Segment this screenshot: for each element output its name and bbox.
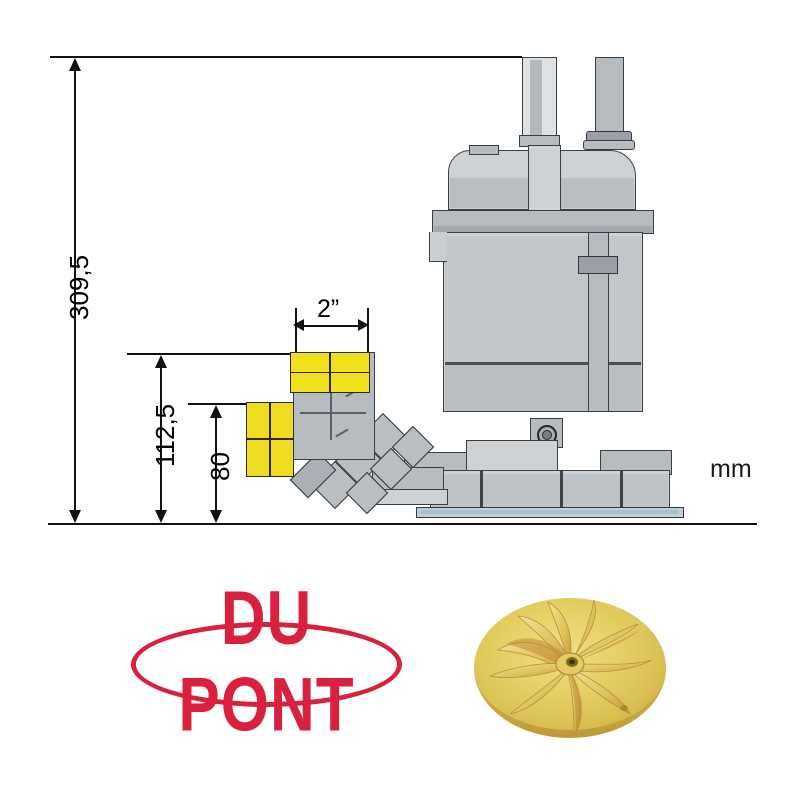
- pump-base-rib-3: [620, 470, 623, 512]
- dupont-logo-text: DU PONT: [178, 576, 355, 748]
- pump-bolt-circle-inner: [542, 430, 552, 440]
- baseline-extension-line: [48, 523, 757, 525]
- pump-base-rib-1: [480, 470, 483, 512]
- yellow-fitting-lower-divider-h: [247, 438, 293, 441]
- pump-cable-tube-left-shade: [530, 60, 542, 136]
- elbow-body-cross-h: [300, 412, 366, 415]
- pump-cable-tube-right: [595, 57, 624, 135]
- pump-body-left-chamfer: [429, 232, 447, 262]
- impeller-photo: [462, 580, 682, 760]
- pump-side-conduit-bracket: [578, 256, 618, 274]
- pump-main-body-band-lower: [445, 365, 641, 411]
- pump-base-rib-2: [560, 470, 563, 512]
- pump-base-body-shade: [432, 474, 668, 510]
- pump-main-body-seam: [445, 362, 641, 365]
- elbow-body-cross-v: [330, 380, 333, 440]
- dimension-outlet-height-label: 80: [205, 452, 235, 481]
- dimension-port-size-label: 2”: [317, 295, 340, 323]
- yellow-fitting-upper-divider: [329, 353, 332, 392]
- arrow-right: [358, 319, 369, 331]
- dupont-logo-oval: [131, 622, 402, 707]
- dimension-elbow-height-label: 112,5: [150, 403, 180, 467]
- pump-bottom-plate-accent: [420, 510, 678, 514]
- top-extension-line: [50, 56, 522, 58]
- pump-base-shelf-center: [466, 440, 558, 474]
- pump-side-conduit: [588, 232, 609, 412]
- pump-upper-flange-shadow: [434, 226, 652, 233]
- unit-label: mm: [710, 455, 752, 483]
- pump-main-body-band-upper: [445, 236, 641, 362]
- arrow-left: [293, 319, 304, 331]
- pump-cable-gland-right-2: [583, 140, 635, 150]
- dimension-overall-height-label: 309,5: [64, 254, 94, 320]
- dupont-logo: DU PONT: [131, 576, 402, 747]
- impeller-illustration: [474, 598, 666, 738]
- pump-motor-vent-boss: [469, 145, 499, 155]
